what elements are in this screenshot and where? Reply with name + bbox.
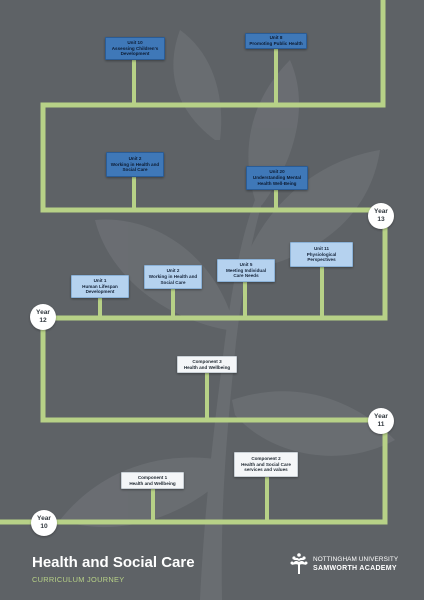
- unit-code: Unit 2: [166, 268, 180, 274]
- page-subtitle: CURRICULUM JOURNEY: [32, 575, 125, 584]
- unit-code: Unit 2: [128, 155, 142, 161]
- unit-code: Unit 10: [127, 39, 143, 45]
- journey-path: [0, 0, 388, 525]
- unit-title: Working in Health and Social Care: [110, 161, 160, 173]
- year-number: 12: [39, 317, 47, 324]
- tree-watermark: [60, 30, 395, 600]
- unit-2-year13-box: Unit 2 Working in Health and Social Care: [106, 152, 164, 177]
- year-11-marker: Year 11: [368, 408, 394, 434]
- unit-title: Assessing Children's Development: [111, 45, 159, 57]
- unit-title: Physiological Perspectives: [306, 251, 337, 263]
- unit-title: Working in Health and Social Care: [148, 274, 198, 285]
- unit-20-box: Unit 20 Understanding Mental Health Well…: [246, 166, 308, 190]
- year-13-marker: Year 13: [368, 203, 394, 229]
- unit-11-box: Unit 11 Physiological Perspectives: [290, 242, 353, 267]
- component-2-box: Component 2 Health and Social Care servi…: [234, 452, 298, 477]
- unit-title: Health and Social Care services and valu…: [241, 461, 291, 473]
- unit-title: Understanding Mental Health Well-Being: [252, 175, 302, 186]
- unit-code: Component 3: [192, 358, 222, 364]
- year-label: Year: [37, 515, 51, 523]
- unit-title: Health and Wellbeing: [129, 480, 176, 486]
- unit-title: Human Lifespan Development: [82, 283, 118, 295]
- unit-code: Unit 11: [313, 245, 330, 251]
- unit-code: Unit 5: [239, 261, 253, 267]
- school-name-line2: SAMWORTH ACADEMY: [313, 565, 397, 572]
- page-title: Health and Social Care: [32, 554, 195, 571]
- unit-code: Unit 8: [269, 35, 283, 41]
- year-number: 13: [377, 216, 385, 223]
- component-3-box: Component 3 Health and Wellbeing: [177, 356, 237, 373]
- component-1-box: Component 1 Health and Wellbeing: [121, 472, 184, 489]
- year-label: Year: [374, 208, 388, 216]
- year-number: 11: [377, 421, 385, 428]
- unit-2-box: Unit 2 Working in Health and Social Care: [144, 265, 202, 289]
- unit-title: Health and Wellbeing: [183, 364, 231, 370]
- tree-of-people-logo-icon: [290, 553, 308, 574]
- year-12-marker: Year 12: [30, 304, 56, 330]
- unit-5-box: Unit 5 Meeting Individual Care Needs: [217, 259, 275, 282]
- unit-1-box: Unit 1 Human Lifespan Development: [71, 275, 129, 298]
- unit-title: Meeting Individual Care Needs: [225, 267, 267, 279]
- unit-code: Unit 1: [93, 277, 107, 283]
- unit-10-box: Unit 10 Assessing Children's Development: [105, 37, 165, 60]
- year-number: 10: [40, 523, 48, 530]
- unit-code: Component 2: [251, 455, 281, 461]
- school-name-line1: NOTTINGHAM UNIVERSITY: [313, 556, 399, 563]
- unit-code: Unit 20: [269, 169, 285, 175]
- unit-title: Promoting Public Health: [249, 41, 303, 46]
- unit-8-box: Unit 8 Promoting Public Health: [245, 33, 307, 49]
- year-10-marker: Year 10: [31, 510, 57, 536]
- year-label: Year: [374, 413, 388, 421]
- connectors: [98, 48, 324, 522]
- year-label: Year: [36, 309, 50, 317]
- unit-code: Component 1: [137, 474, 168, 480]
